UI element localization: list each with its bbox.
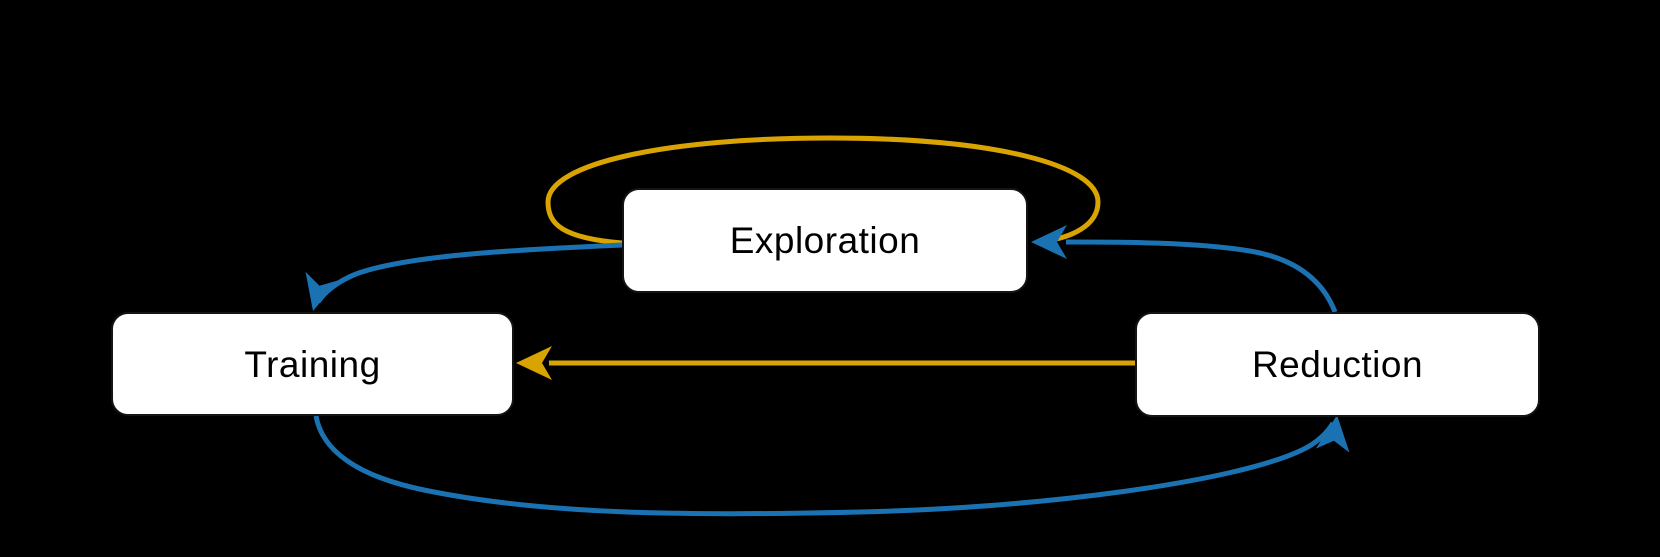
arrowhead-reduction-to-training: [516, 346, 552, 380]
node-exploration-label: Exploration: [729, 220, 921, 261]
node-reduction: Reduction: [1135, 312, 1540, 417]
arrowhead-reduction-to-exploration: [1031, 225, 1067, 259]
edge-exploration-self-loop: [545, 135, 1101, 246]
node-training: Training: [111, 312, 514, 416]
edge-reduction-to-exploration: [1065, 239, 1338, 313]
arrowhead-training-to-reduction: [1315, 415, 1350, 453]
node-exploration: Exploration: [622, 188, 1028, 293]
arrowhead-exploration-to-training: [305, 271, 339, 311]
node-training-label: Training: [244, 343, 381, 385]
edge-training-to-reduction: [313, 415, 1336, 517]
node-reduction-label: Reduction: [1251, 344, 1424, 385]
edge-exploration-to-training: [315, 242, 623, 304]
